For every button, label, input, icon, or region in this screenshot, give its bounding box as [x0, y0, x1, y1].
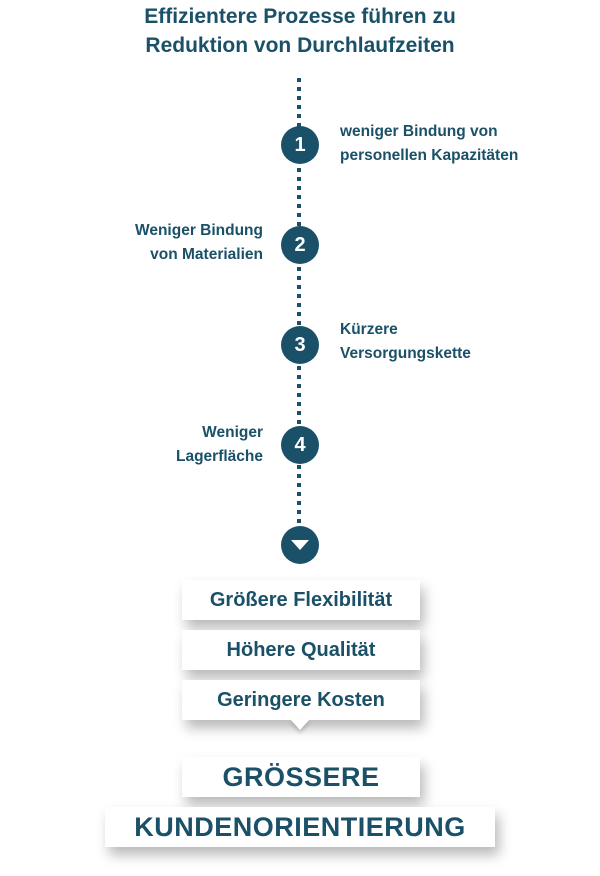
step-4-line-2: Lagerfläche — [175, 448, 263, 465]
dotted-timeline — [297, 78, 301, 528]
step-1-line-1: weniger Bindung von — [340, 123, 498, 140]
step-2-label: Weniger Bindung von Materialien — [135, 219, 263, 267]
benefit-flexibility: Größere Flexibilität — [182, 580, 420, 620]
diagram-title: Effizientere Prozesse führen zu Reduktio… — [0, 2, 600, 60]
arrow-down-icon — [281, 526, 319, 564]
step-3-badge: 3 — [281, 326, 319, 364]
benefit-costs: Geringere Kosten — [182, 680, 420, 720]
step-2-line-2: von Materialien — [150, 246, 263, 263]
step-2-line-1: Weniger Bindung — [134, 222, 263, 239]
step-4-line-1: Weniger — [202, 424, 263, 441]
title-line-2: Reduktion von Durchlaufzeiten — [145, 34, 455, 57]
result-line-1: GRÖSSERE — [182, 757, 420, 797]
step-3-line-1: Kürzere — [340, 321, 398, 338]
step-4-badge: 4 — [281, 426, 319, 464]
result-line-2: KUNDENORIENTIERUNG — [105, 807, 495, 847]
step-3-line-2: Versorgungskette — [340, 345, 471, 362]
title-line-1: Effizientere Prozesse führen zu — [144, 5, 456, 28]
callout-pointer — [290, 719, 310, 730]
step-1-label: weniger Bindung von personellen Kapazität… — [340, 120, 518, 168]
benefit-quality: Höhere Qualität — [182, 630, 420, 670]
step-2-badge: 2 — [281, 226, 319, 264]
step-1-line-2: personellen Kapazitäten — [340, 147, 519, 164]
step-1-badge: 1 — [281, 126, 319, 164]
